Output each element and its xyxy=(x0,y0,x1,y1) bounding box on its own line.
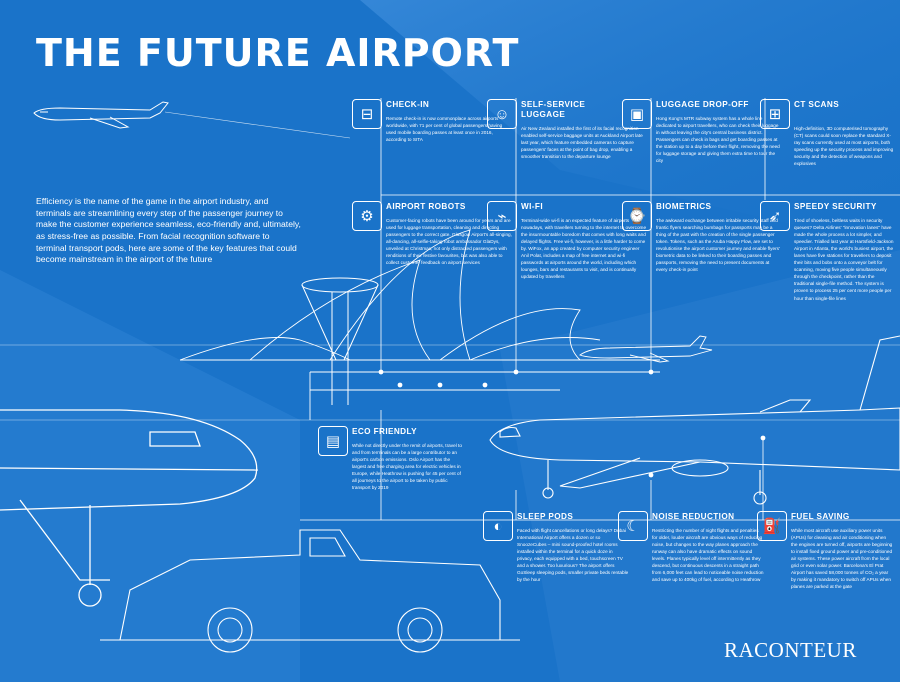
smartwatch-icon: ⌚ xyxy=(622,201,652,231)
section-title: WI-FI xyxy=(521,202,544,211)
plane-left-drawing xyxy=(0,409,259,607)
section-title: SPEEDY SECURITY xyxy=(794,202,877,211)
section-body: Remote check-in is now commonplace acros… xyxy=(386,116,503,143)
light-band-lower xyxy=(0,270,300,682)
section-title: AIRPORT ROBOTS xyxy=(386,202,466,211)
section-body: Hong Kong's MTR subway system has a whol… xyxy=(656,116,780,164)
speedy-security-section: ➶ SPEEDY SECURITY Tired of shoeless, bel… xyxy=(760,201,900,341)
plane-top-left-drawing xyxy=(33,101,169,129)
biometrics-section: ⌚ BIOMETRICS The awkward exchange betwee… xyxy=(622,201,784,301)
sleep-pod-icon: ◐ xyxy=(483,511,513,541)
noise-reduction-section: ☾ NOISE REDUCTION Restricting the number… xyxy=(618,511,768,621)
section-title: ECO FRIENDLY xyxy=(352,427,418,436)
airport-robots-section: ⚙ AIRPORT ROBOTS Customer-facing robots … xyxy=(352,201,514,321)
running-shoe-icon: ➶ xyxy=(760,201,790,231)
wi-fi-section: ⌁ WI-FI Terminal-wide wi-fi is an expect… xyxy=(487,201,649,341)
section-body: Tired of shoeless, beltless waits in sec… xyxy=(794,218,894,301)
fuel-can-icon: ⛽ xyxy=(757,511,787,541)
section-title: SLEEP PODS xyxy=(517,512,574,521)
section-body: Faced with flight cancellations or long … xyxy=(517,528,629,583)
section-body: High-definition, 3D computerised tomogra… xyxy=(794,126,894,167)
section-body: The awkward exchange between irritable s… xyxy=(656,218,780,273)
contrail xyxy=(164,111,351,139)
section-body: Terminal-wide wi-fi is an expected featu… xyxy=(521,218,647,280)
section-body: While most aircraft use auxiliary power … xyxy=(791,528,893,590)
section-body: Air New Zealand installed the first of i… xyxy=(521,126,643,160)
self-service-luggage-section: ☺ SELF-SERVICE LUGGAGE Air New Zealand i… xyxy=(487,99,649,189)
control-tower-drawing xyxy=(301,277,379,405)
train-icon: ▤ xyxy=(318,426,348,456)
section-body: Customer-facing robots have been around … xyxy=(386,218,512,266)
scanner-icon: ⊞ xyxy=(760,99,790,129)
eco-friendly-section: ▤ ECO FRIENDLY While not directly under … xyxy=(318,426,468,526)
ct-scans-section: ⊞ CT SCANS High-definition, 3D computeri… xyxy=(760,99,900,189)
section-body: Restricting the number of night flights … xyxy=(652,528,764,583)
check-in-section: ⊟ CHECK-IN Remote check-in is now common… xyxy=(352,99,514,189)
robot-icon: ⚙ xyxy=(352,201,382,231)
fuel-saving-section: ⛽ FUEL SAVING While most aircraft use au… xyxy=(757,511,900,621)
luggage-drop-off-section: ▣ LUGGAGE DROP-OFF Hong Kong's MTR subwa… xyxy=(622,99,784,189)
plane-right-drawing xyxy=(489,335,900,505)
suitcase-icon: ▣ xyxy=(622,99,652,129)
section-title: SELF-SERVICE LUGGAGE xyxy=(521,100,586,119)
moon-plane-icon: ☾ xyxy=(618,511,648,541)
section-title: CHECK-IN xyxy=(386,100,430,109)
brand-logo: RACONTEUR xyxy=(724,638,857,662)
terminal-building-drawing xyxy=(0,229,900,421)
section-title: NOISE REDUCTION xyxy=(652,512,735,521)
gate-sign-icon: ⊟ xyxy=(352,99,382,129)
page-title: THE FUTURE AIRPORT xyxy=(36,31,520,75)
sleep-pods-section: ◐ SLEEP PODS Faced with flight cancellat… xyxy=(483,511,633,611)
leader-lines xyxy=(300,98,900,521)
tug-vehicle-drawing xyxy=(100,529,520,653)
section-title: FUEL SAVING xyxy=(791,512,850,521)
section-title: LUGGAGE DROP-OFF xyxy=(656,100,749,109)
plane-distant-drawing xyxy=(579,335,713,363)
wifi-tower-icon: ⌁ xyxy=(487,201,517,231)
section-body: While not directly under the remit of ai… xyxy=(352,443,462,491)
section-title: BIOMETRICS xyxy=(656,202,712,211)
section-title: CT SCANS xyxy=(794,100,840,109)
person-icon: ☺ xyxy=(487,99,517,129)
intro-paragraph: Efficiency is the name of the game in th… xyxy=(36,196,301,265)
